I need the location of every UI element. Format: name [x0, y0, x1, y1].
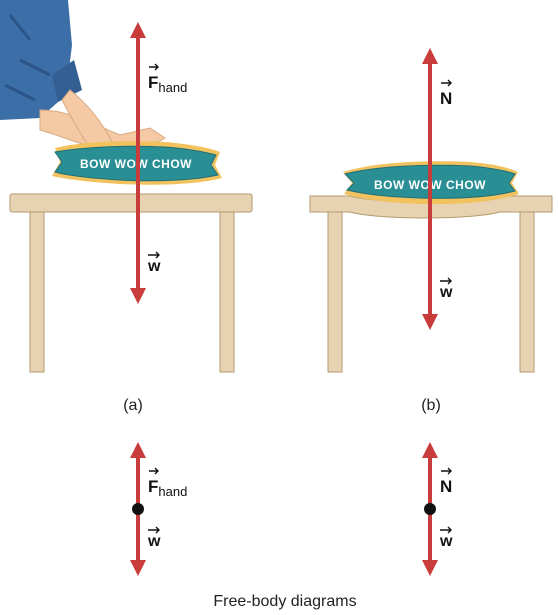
- svg-text:Fhand: Fhand: [148, 73, 187, 95]
- panel-a-fhand-label: Fhand: [148, 63, 187, 95]
- fbd-b-n-label: N: [440, 467, 452, 496]
- fbd-b: N w: [422, 442, 453, 576]
- bag-a-label: BOW WOW CHOW: [80, 157, 192, 171]
- fbd-a-fhand-label: Fhand: [148, 467, 187, 499]
- fbd-b-point-mass: [424, 503, 436, 515]
- panel-b: BOW WOW CHOW N w (b): [309, 48, 553, 414]
- table-a-leg-left: [29, 211, 45, 373]
- svg-text:N: N: [440, 89, 452, 108]
- vector-arrow-icon: [441, 79, 452, 87]
- fbd-a-fhand-symbol: F: [148, 477, 158, 496]
- panel-b-caption: (b): [421, 397, 441, 414]
- vector-arrow-icon: [440, 526, 452, 534]
- panel-b-w-label: w: [439, 277, 453, 301]
- table-a-top: [9, 193, 253, 213]
- svg-text:w: w: [147, 533, 161, 550]
- table-b-leg-left: [327, 211, 343, 373]
- panel-a-fhand-symbol: F: [148, 73, 158, 92]
- table-a-leg-right: [219, 211, 235, 373]
- fbd-b-w-label: w: [439, 526, 453, 550]
- svg-text:w: w: [439, 284, 453, 301]
- footer-caption: Free-body diagrams: [213, 593, 356, 610]
- fbd-a-w-label: w: [147, 526, 161, 550]
- panel-a-w-label: w: [147, 251, 161, 275]
- fbd-a-fhand-subscript: hand: [158, 484, 187, 499]
- table-a: [9, 193, 253, 373]
- panel-a-caption: (a): [123, 397, 143, 414]
- svg-text:N: N: [440, 477, 452, 496]
- fbd-a-point-mass: [132, 503, 144, 515]
- panel-b-n-label: N: [440, 79, 452, 108]
- fbd-a: Fhand w: [130, 442, 187, 576]
- svg-text:w: w: [439, 533, 453, 550]
- panel-a: BOW WOW CHOW Fhand w (a): [0, 0, 253, 414]
- vector-arrow-icon: [440, 277, 452, 285]
- svg-text:Fhand: Fhand: [148, 477, 187, 499]
- vector-arrow-icon: [149, 63, 159, 71]
- svg-text:w: w: [147, 258, 161, 275]
- sleeve-a: [0, 0, 82, 120]
- panel-a-fhand-subscript: hand: [158, 80, 187, 95]
- vector-arrow-icon: [148, 526, 160, 534]
- vector-arrow-icon: [148, 251, 160, 259]
- vector-arrow-icon: [149, 467, 159, 475]
- table-b-leg-right: [519, 211, 535, 373]
- vector-arrow-icon: [441, 467, 452, 475]
